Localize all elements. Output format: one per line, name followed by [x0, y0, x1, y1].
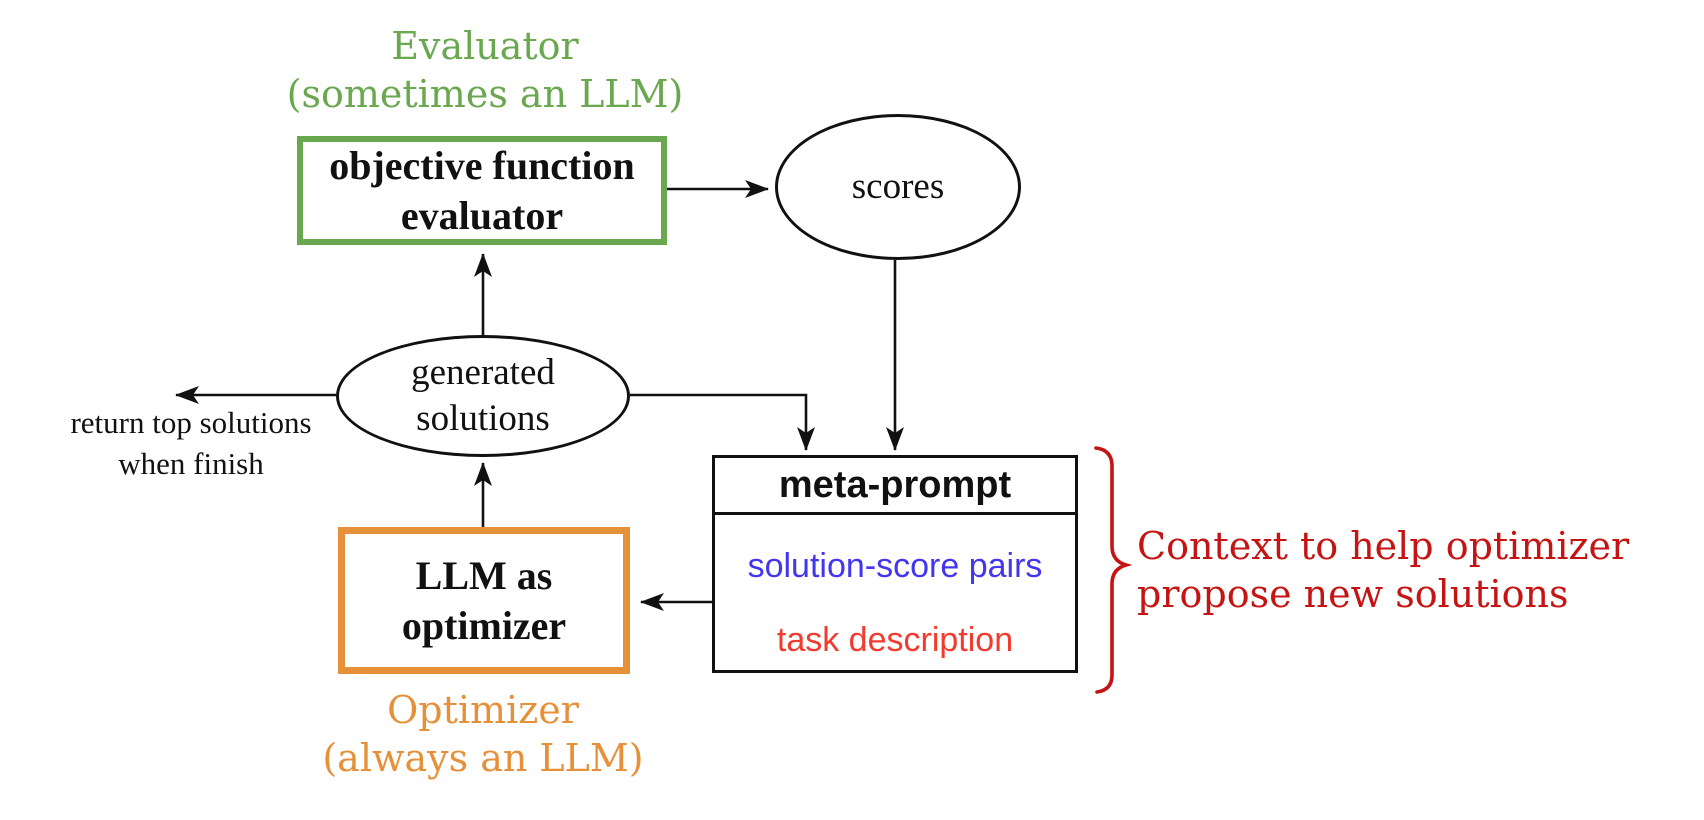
context-note: Context to help optimizer propose new so… [1137, 522, 1637, 618]
curly-brace [1094, 446, 1133, 694]
evaluator-caption-line2: (sometimes an LLM) [286, 72, 684, 116]
generated-solutions-line2: solutions [416, 398, 550, 439]
meta-prompt-box: meta-prompt solution-score pairs task de… [712, 455, 1078, 673]
return-note: return top solutions when finish [20, 402, 362, 484]
meta-prompt-header: meta-prompt [715, 458, 1075, 515]
objective-function-evaluator-box: objective function evaluator [297, 136, 667, 245]
optimizer-caption-line1: Optimizer [387, 688, 579, 732]
evaluator-box-line1: objective function [329, 142, 635, 188]
context-note-line2: propose new solutions [1137, 572, 1569, 616]
return-note-line1: return top solutions [70, 405, 312, 440]
context-note-line1: Context to help optimizer [1137, 524, 1630, 568]
evaluator-caption-line1: Evaluator [391, 24, 579, 68]
task-description-label: task description [776, 621, 1014, 659]
return-note-line2: when finish [118, 446, 264, 481]
scores-node: scores [775, 114, 1021, 260]
generated-solutions-node: generated solutions [336, 335, 630, 457]
solution-score-pairs-label: solution-score pairs [747, 547, 1043, 585]
evaluator-box-line2: evaluator [400, 192, 564, 238]
optimizer-caption-line2: (always an LLM) [322, 736, 644, 780]
generated-solutions-line1: generated [411, 352, 555, 393]
optimizer-box-line1: LLM as [415, 552, 553, 598]
llm-as-optimizer-box: LLM as optimizer [338, 527, 630, 674]
optimizer-caption: Optimizer (always an LLM) [213, 686, 753, 782]
scores-label: scores [851, 166, 945, 207]
evaluator-caption: Evaluator (sometimes an LLM) [215, 22, 755, 118]
arrow-generated-to-metaprompt [630, 393, 815, 451]
optimizer-box-line2: optimizer [401, 602, 567, 648]
